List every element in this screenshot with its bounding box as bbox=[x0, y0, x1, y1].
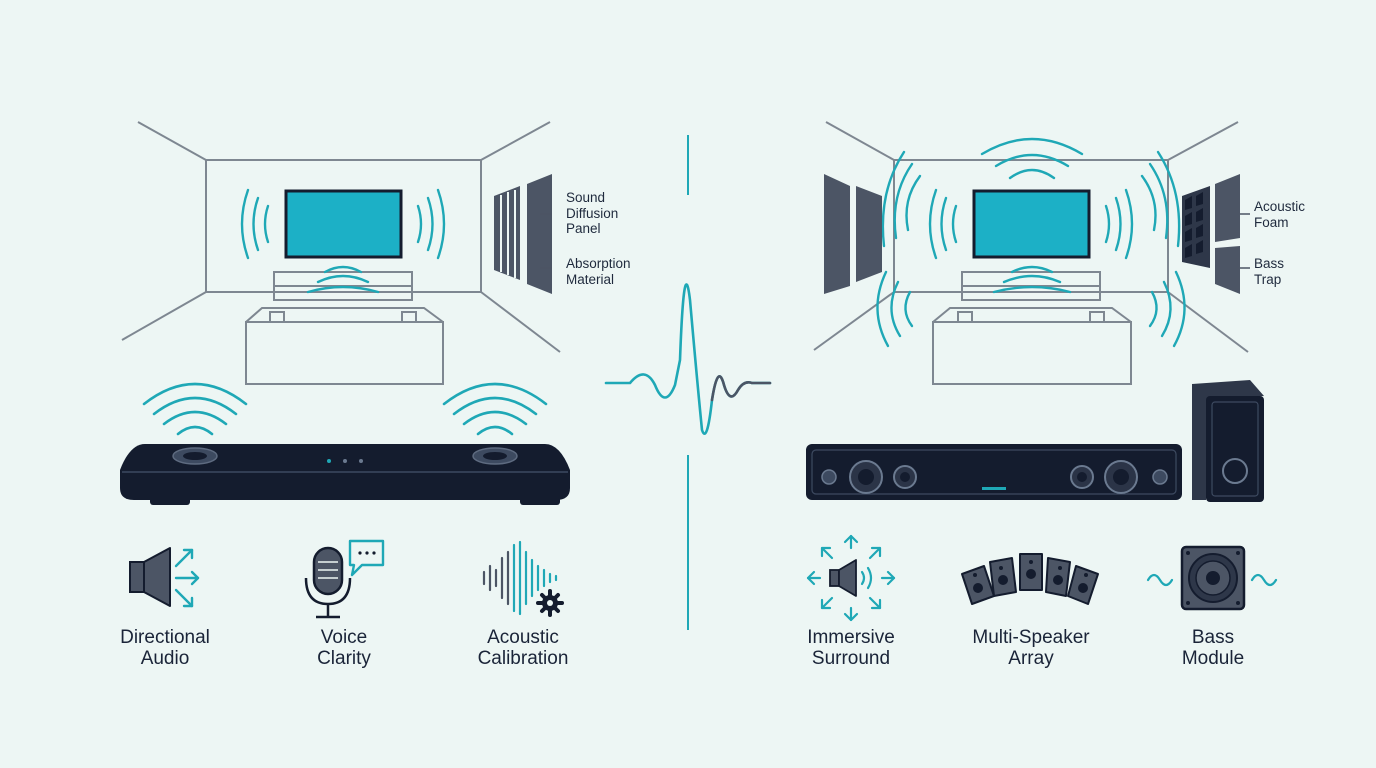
callout-bass-trap: Bass Trap bbox=[1254, 256, 1285, 287]
surround-speaker-icon bbox=[806, 534, 896, 622]
callout-sound-diffusion-panel: Sound Diffusion Panel bbox=[566, 190, 619, 236]
feature-label-multi-speaker-array: Multi-Speaker Array bbox=[972, 627, 1090, 669]
speaker-array-icon bbox=[961, 553, 1099, 605]
feature-label-directional-audio: Directional Audio bbox=[120, 627, 210, 669]
right-tv bbox=[972, 189, 1091, 259]
feature-label-acoustic-calibration: Acoustic Calibration bbox=[477, 627, 569, 669]
sound-diffusion-panel bbox=[494, 174, 552, 294]
feature-label-voice-clarity: Voice Clarity bbox=[317, 627, 371, 669]
callout-absorption-material: Absorption Material bbox=[566, 256, 631, 287]
left-tv-soundwaves bbox=[240, 188, 446, 294]
right-tv-soundwaves bbox=[876, 137, 1186, 348]
right-wall-panels bbox=[824, 174, 882, 294]
acoustic-foam-panel bbox=[1182, 174, 1250, 294]
microphone-speech-icon bbox=[304, 539, 385, 619]
directional-speaker-icon bbox=[129, 547, 200, 608]
waveform-gear-icon bbox=[482, 540, 564, 617]
subwoofer bbox=[1192, 380, 1264, 502]
subwoofer-icon bbox=[1146, 545, 1278, 611]
waveform-divider-icon bbox=[604, 283, 772, 436]
feature-label-immersive-surround: Immersive Surround bbox=[807, 627, 895, 669]
feature-label-bass-module: Bass Module bbox=[1181, 627, 1245, 669]
center-divider bbox=[604, 135, 772, 630]
left-soundbar-waves bbox=[142, 382, 548, 436]
left-tv bbox=[284, 189, 403, 259]
left-soundbar bbox=[120, 444, 570, 505]
right-room-wireframe bbox=[813, 121, 1249, 385]
right-soundbar bbox=[806, 444, 1182, 500]
callout-acoustic-foam: Acoustic Foam bbox=[1254, 199, 1306, 230]
